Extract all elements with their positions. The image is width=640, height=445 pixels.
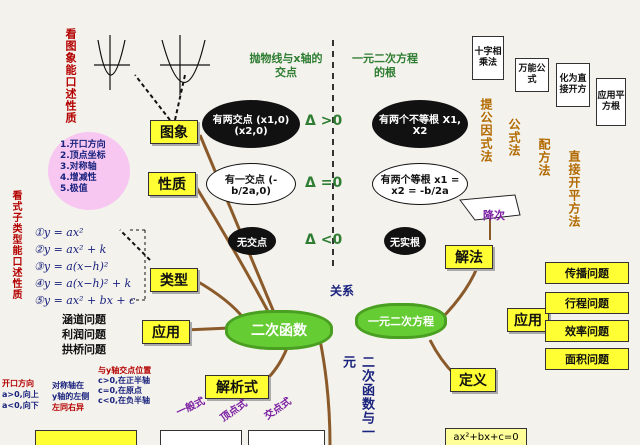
no-intersection: 无交点 <box>228 227 276 255</box>
form-item: ②y = ax² + k <box>34 243 107 256</box>
note-line: a<0,向下 <box>2 401 39 410</box>
intercept-notes: 与y轴交点位置 c>0,在正半轴 c=0,在原点 c<0,在负半轴 <box>98 366 151 406</box>
method-label: 提公因式法 <box>479 98 493 163</box>
delta-positive: Δ >0 <box>305 113 343 129</box>
branch-bottom <box>318 339 332 445</box>
form-item: ④y = a(x−h)² + k <box>34 277 132 290</box>
nature-node[interactable]: 性质 <box>148 172 196 196</box>
method-box: 化为直接开方 <box>556 63 590 107</box>
no-real-roots: 无实根 <box>384 227 426 255</box>
header-roots: 一元二次方程的根 <box>352 52 418 79</box>
function-forms: ①y = ax² ②y = ax² + k ③y = a(x−h)² ④y = … <box>34 224 135 309</box>
application-item-right[interactable]: 面积问题 <box>545 348 629 370</box>
note-line: 对称轴在 <box>52 381 84 390</box>
form-item: ⑤y = ax² + bx + c <box>34 294 136 307</box>
type-node[interactable]: 类型 <box>150 268 198 292</box>
property-item: 5.极值 <box>60 184 88 194</box>
solution-node[interactable]: 解法 <box>445 245 493 269</box>
analytic-node[interactable]: 解析式 <box>205 375 269 399</box>
delta-zero: Δ =0 <box>305 175 343 191</box>
method-label: 公式法 <box>507 118 521 157</box>
note-line: a>0,向上 <box>2 390 39 399</box>
note-line: 开口方向 <box>2 379 34 388</box>
properties-list: 1.开口方向 2.顶点坐标 3.对称轴 4.增减性 5.极值 <box>60 140 106 195</box>
reduce-order-label: 降次 <box>483 209 505 222</box>
property-item: 4.增减性 <box>60 173 97 183</box>
note-line: c>0,在正半轴 <box>98 376 151 385</box>
properties-bubble <box>48 132 130 210</box>
branch-type <box>194 278 247 321</box>
applications-left: 涵道问题 利润问题 拱桥问题 <box>62 312 106 357</box>
bottom-box-right <box>248 430 325 445</box>
application-node[interactable]: 应用 <box>142 320 190 344</box>
property-item: 1.开口方向 <box>60 140 106 150</box>
bottom-box-mid <box>160 430 242 445</box>
application-item: 利润问题 <box>62 328 106 341</box>
quadratic-equation-node[interactable]: 一元二次方程 <box>355 303 447 339</box>
method-box: 十字相乘法 <box>472 36 504 80</box>
application-item: 涵道问题 <box>62 313 106 326</box>
method-box: 应用平方根 <box>596 78 626 126</box>
delta-negative: Δ <0 <box>305 232 343 248</box>
branch-image <box>198 134 277 316</box>
bottom-box-left <box>35 430 137 445</box>
note-line: c<0,在负半轴 <box>98 396 151 405</box>
form-item: ①y = ax² <box>34 226 84 239</box>
definition-node[interactable]: 定义 <box>450 368 496 392</box>
property-item: 2.顶点坐标 <box>60 151 106 161</box>
note-line: 与y轴交点位置 <box>98 366 152 375</box>
type-caption: 看式子类型能口述性质 <box>10 190 21 300</box>
method-label: 直接开平方法 <box>567 150 581 228</box>
standard-form: ax²+bx+c=0 <box>445 428 527 445</box>
one-intersection: 有一交点 (-b/2a,0) <box>206 163 296 205</box>
note-line: c=0,在原点 <box>98 386 143 395</box>
note-line: y轴的左侧 <box>52 392 90 401</box>
two-equal-roots: 有两个等根 x1 = x2 = -b/2a <box>372 163 468 205</box>
method-box: 万能公式 <box>515 58 549 92</box>
property-item: 3.对称轴 <box>60 162 97 172</box>
opening-notes: 开口方向 a>0,向上 a<0,向下 <box>2 378 39 411</box>
two-unequal-roots: 有两个不等根 X1, X2 <box>372 100 468 148</box>
bottom-caption: 二次函数与一元 <box>340 355 374 439</box>
application-item: 拱桥问题 <box>62 343 106 356</box>
method-label: 配方法 <box>537 138 551 177</box>
branch-solution <box>438 259 482 322</box>
application-item-right[interactable]: 行程问题 <box>545 292 629 314</box>
note-line: 左同右异 <box>52 403 84 412</box>
branch-application <box>184 326 231 332</box>
application-item-right[interactable]: 效率问题 <box>545 320 629 342</box>
header-intersection: 抛物线与x轴的交点 <box>249 52 323 79</box>
two-intersections: 有两交点 (x1,0) (x2,0) <box>202 100 300 148</box>
image-node[interactable]: 图象 <box>150 120 198 144</box>
axis-notes: 对称轴在 y轴的左侧 左同右异 <box>52 380 89 413</box>
quadratic-function-node[interactable]: 二次函数 <box>225 310 333 350</box>
relation-label: 关系 <box>330 284 355 298</box>
form-item: ③y = a(x−h)² <box>34 260 109 273</box>
apply-right-node[interactable]: 应用 <box>507 308 549 332</box>
application-item-right[interactable]: 传播问题 <box>545 262 629 284</box>
image-caption: 看图象能口述性质 <box>64 28 77 124</box>
